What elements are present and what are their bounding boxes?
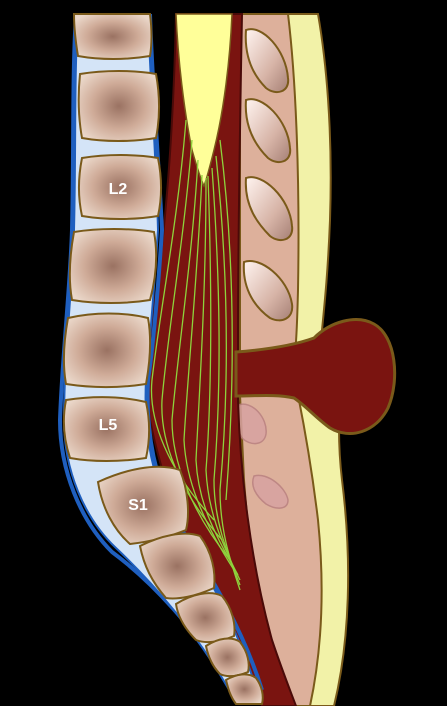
spinous-process xyxy=(244,176,294,242)
vertebra-t11 xyxy=(72,13,153,60)
cauda-equina xyxy=(150,119,241,591)
label-l2: L2 xyxy=(109,181,128,198)
meningocele-sac xyxy=(234,318,397,435)
vertebra-l5 xyxy=(62,396,150,462)
vertebra-t12 xyxy=(77,70,160,142)
vertebra-l3 xyxy=(68,228,158,304)
lamina-remnant xyxy=(252,474,289,509)
spinous-process xyxy=(242,260,294,322)
vertebra-s1 xyxy=(96,465,189,546)
spinous-process xyxy=(244,28,290,94)
vertebra-l2 xyxy=(78,154,162,220)
dura-mater-front xyxy=(57,13,234,691)
label-s1: S1 xyxy=(128,497,148,514)
vertebra-s4 xyxy=(204,637,250,678)
vertebra-s3 xyxy=(174,592,236,644)
vertebra-s2 xyxy=(138,532,216,600)
vertebra-l4 xyxy=(62,312,152,388)
spinal-cord xyxy=(175,13,233,188)
label-l5: L5 xyxy=(99,417,118,434)
vertebra-s5 xyxy=(224,673,264,705)
spinous-process xyxy=(244,98,292,164)
vertebral-bodies xyxy=(62,13,264,705)
